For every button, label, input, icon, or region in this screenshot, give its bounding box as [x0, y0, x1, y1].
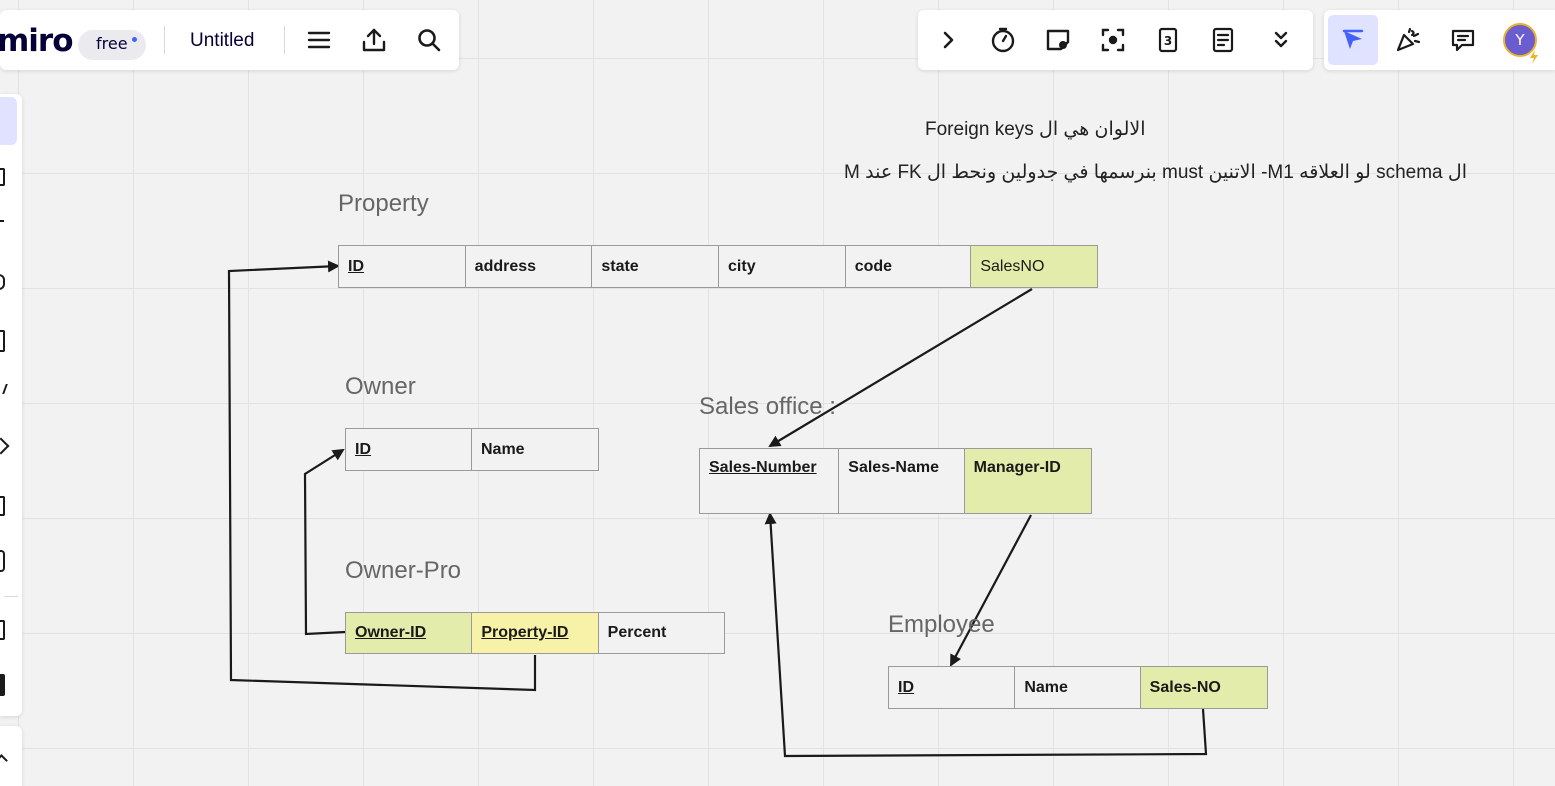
top-left-toolbar: miro free Untitled: [0, 10, 459, 70]
celebrate-icon[interactable]: [1388, 20, 1428, 60]
collaboration-toolbar: Y: [1324, 10, 1555, 70]
arrow-ownerpro-owner[interactable]: [303, 448, 346, 636]
lightning-badge-icon: [1529, 49, 1539, 64]
owner-table[interactable]: ID Name: [345, 428, 599, 471]
owner-col-id[interactable]: ID: [346, 429, 472, 470]
employee-col-id[interactable]: ID: [889, 667, 1016, 708]
avatar-initial: Y: [1515, 31, 1525, 49]
notes-icon[interactable]: [1203, 20, 1243, 60]
property-col-salesno[interactable]: SalesNO: [971, 246, 1098, 287]
divider: [164, 26, 165, 54]
template-tool-icon[interactable]: [0, 168, 5, 186]
top-right-toolbar: 3: [918, 10, 1313, 70]
menu-icon[interactable]: [299, 20, 339, 60]
pen-tool-icon[interactable]: [0, 437, 10, 455]
annotation-foreign-keys[interactable]: الالوان هي ال Foreign keys: [925, 119, 1146, 140]
owner-pro-col-property-id[interactable]: Property-ID: [472, 613, 599, 653]
cursor-select-icon[interactable]: [1328, 15, 1378, 65]
owner-pro-table[interactable]: Owner-ID Property-ID Percent: [345, 612, 725, 654]
chevron-up-icon[interactable]: [0, 754, 8, 767]
sales-office-table-title[interactable]: Sales office :: [699, 393, 836, 420]
property-col-address[interactable]: address: [466, 246, 593, 287]
employee-col-sales-no[interactable]: Sales-NO: [1140, 667, 1267, 708]
shape-tool-icon[interactable]: [0, 330, 5, 352]
annotation-schema-rule[interactable]: ال schema لو العلاقه M1- الاتنين must بن…: [844, 162, 1467, 183]
chevron-right-icon[interactable]: [928, 20, 968, 60]
diagram-tool-icon[interactable]: [0, 550, 5, 572]
upload-tool-icon[interactable]: [0, 620, 5, 640]
property-table[interactable]: ID address state city code SalesNO: [338, 245, 1098, 288]
connection-line-tool-icon[interactable]: [0, 384, 8, 394]
property-col-code[interactable]: code: [846, 246, 972, 287]
sales-office-col-sales-number[interactable]: Sales-Number: [700, 449, 840, 513]
arrow-property-salesoffice[interactable]: [768, 288, 1033, 448]
search-icon[interactable]: [409, 20, 449, 60]
card-icon[interactable]: [1038, 20, 1078, 60]
chevron-double-down-icon[interactable]: [1261, 20, 1301, 60]
employee-table-title[interactable]: Employee: [888, 611, 995, 638]
owner-table-title[interactable]: Owner: [345, 373, 416, 400]
divider: [4, 596, 18, 597]
employee-table[interactable]: ID Name Sales-NO: [888, 666, 1268, 709]
frame-tool-icon[interactable]: [0, 496, 5, 516]
property-col-state[interactable]: state: [592, 246, 720, 287]
miro-logo[interactable]: miro: [0, 23, 74, 59]
sales-office-table[interactable]: Sales-Number Sales-Name Manager-ID: [699, 448, 1092, 514]
property-table-title[interactable]: Property: [338, 190, 429, 217]
owner-pro-table-title[interactable]: Owner-Pro: [345, 557, 462, 584]
text-tool-icon[interactable]: [0, 220, 4, 230]
divider: [284, 26, 285, 54]
plan-badge-label: free: [96, 34, 128, 53]
share-export-icon[interactable]: [354, 20, 394, 60]
employee-col-name[interactable]: Name: [1015, 667, 1141, 708]
plan-badge[interactable]: free: [78, 30, 146, 60]
property-col-id[interactable]: ID: [339, 246, 466, 287]
sales-office-col-sales-name[interactable]: Sales-Name: [839, 449, 965, 513]
timer-icon[interactable]: [983, 20, 1023, 60]
owner-pro-col-owner-id[interactable]: Owner-ID: [346, 613, 473, 653]
focus-frame-icon[interactable]: [1093, 20, 1133, 60]
numbered-frames-icon[interactable]: 3: [1148, 20, 1188, 60]
left-creation-toolbar: [0, 94, 22, 716]
property-col-city[interactable]: city: [719, 246, 846, 287]
plan-badge-dot: [131, 37, 137, 42]
sticky-note-tool-icon[interactable]: [0, 274, 5, 290]
board-title[interactable]: Untitled: [190, 30, 255, 51]
owner-pro-col-percent[interactable]: Percent: [607, 624, 667, 641]
sales-office-col-manager-id[interactable]: Manager-ID: [964, 449, 1091, 513]
more-apps-tool-icon[interactable]: [0, 674, 5, 696]
arrow-salesoffice-employee[interactable]: [950, 514, 1032, 667]
avatar[interactable]: Y: [1503, 23, 1537, 57]
comment-icon[interactable]: [1443, 20, 1483, 60]
owner-col-name[interactable]: Name: [481, 440, 525, 458]
svg-text:3: 3: [1164, 34, 1172, 48]
select-tool-active[interactable]: [0, 97, 17, 145]
left-bottom-toolbar: [0, 726, 22, 786]
